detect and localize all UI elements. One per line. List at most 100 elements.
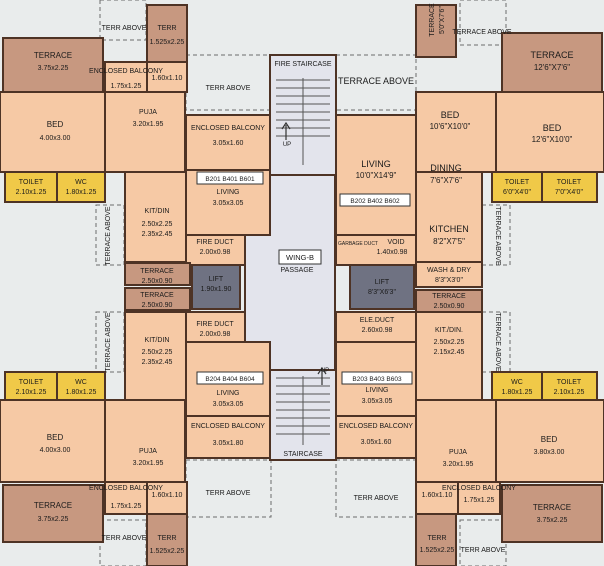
label: 12'6"X7'6" bbox=[534, 63, 570, 72]
label: 8'2"X7'5" bbox=[433, 237, 465, 246]
rooms bbox=[0, 61, 604, 515]
label: B201 B401 B601 bbox=[205, 176, 255, 183]
label: 3.05x1.80 bbox=[213, 440, 244, 447]
label: TERR ABOVE bbox=[206, 490, 251, 497]
label: WING-B bbox=[286, 253, 314, 262]
stair-icon bbox=[276, 78, 330, 445]
label: TERRACE bbox=[432, 293, 466, 300]
label: TERRACE bbox=[34, 51, 72, 60]
label: UP bbox=[321, 368, 329, 374]
wing-label-box bbox=[278, 249, 322, 265]
label: 1.75x1.25 bbox=[111, 503, 142, 510]
label: WC bbox=[75, 379, 87, 386]
label: 2.10x1.25 bbox=[16, 389, 47, 396]
label: 3.05x1.60 bbox=[213, 140, 244, 147]
up-arrow-icon bbox=[281, 121, 291, 140]
label: PUJA bbox=[139, 448, 157, 455]
label: 3.20x1.95 bbox=[133, 121, 164, 128]
label: WC bbox=[75, 179, 87, 186]
label: 2.50x2.25 bbox=[142, 349, 173, 356]
label: 3.75x2.25 bbox=[38, 65, 69, 72]
terraces bbox=[2, 4, 603, 566]
label: TERRACE ABOVE bbox=[494, 206, 501, 265]
label: 10'0"X14'9" bbox=[356, 171, 397, 180]
label: TERRACE bbox=[533, 503, 571, 512]
label: 3.05x3.05 bbox=[362, 398, 393, 405]
label: TERR bbox=[427, 535, 446, 542]
label: TERRACE ABOVE bbox=[338, 76, 414, 86]
label: ENCLOSED BALCONY bbox=[339, 423, 413, 430]
label: 1.75x1.25 bbox=[111, 83, 142, 90]
label: PUJA bbox=[139, 109, 157, 116]
label: TERRACE bbox=[530, 50, 573, 60]
label: 5'0"X7'6" bbox=[439, 6, 446, 34]
label: KIT./DIN. bbox=[435, 327, 463, 334]
label: B202 B402 B602 bbox=[350, 198, 400, 205]
unit-label-box bbox=[339, 193, 411, 207]
label: 7'0"X4'0" bbox=[555, 189, 583, 196]
label: TERR ABOVE bbox=[354, 495, 399, 502]
label: 2.10x1.25 bbox=[554, 389, 585, 396]
label: 2.15x2.45 bbox=[434, 349, 465, 356]
label: 2.35x2.45 bbox=[142, 231, 173, 238]
label: BED bbox=[47, 433, 64, 442]
label: FIRE STAIRCASE bbox=[274, 61, 331, 68]
label: 1.60x1.10 bbox=[152, 75, 183, 82]
label: LIFT bbox=[209, 276, 224, 283]
label: KIT/DIN bbox=[145, 337, 170, 344]
label: WC bbox=[511, 379, 523, 386]
label: 8'3"X6'3" bbox=[368, 289, 396, 296]
label: BED bbox=[47, 120, 64, 129]
label: 1.80x1.25 bbox=[502, 389, 533, 396]
label: LIVING bbox=[366, 387, 389, 394]
label: 1.525x2.25 bbox=[150, 548, 185, 555]
labels-right-bottom: TERRACE 2.50x0.90 KIT./DIN. 2.50x2.25 2.… bbox=[420, 293, 585, 554]
labels-right-top: TERRACE ABOVE TERRACE 5'0"X7'6" TERRACE … bbox=[338, 3, 583, 284]
labels-center: FIRE STAIRCASE TERR ABOVE ENCLOSED BALCO… bbox=[191, 61, 413, 502]
label: 8'3"X3'0" bbox=[435, 277, 463, 284]
label: ENCLOSED BALCONY bbox=[191, 125, 265, 132]
label: LIVING bbox=[217, 189, 240, 196]
label: LIFT bbox=[375, 279, 390, 286]
label: PUJA bbox=[449, 449, 467, 456]
label: 2.00x0.98 bbox=[200, 249, 231, 256]
label: FIRE DUCT bbox=[196, 239, 234, 246]
labels-left-top: TERR ABOVE TERR 1.525x2.25 TERRACE 3.75x… bbox=[16, 25, 185, 285]
label: TOILET bbox=[19, 379, 44, 386]
label: TERR ABOVE bbox=[206, 85, 251, 92]
label: BED bbox=[441, 110, 460, 120]
label: TERRACE bbox=[140, 268, 174, 275]
label: 2.00x0.98 bbox=[200, 331, 231, 338]
label: 2.10x1.25 bbox=[16, 189, 47, 196]
label: 3.05x1.60 bbox=[361, 439, 392, 446]
label: 1.80x1.25 bbox=[66, 189, 97, 196]
label: TOILET bbox=[19, 179, 44, 186]
label: 1.60x1.10 bbox=[422, 492, 453, 499]
label: 3.20x1.95 bbox=[443, 461, 474, 468]
label: 2.50x2.25 bbox=[142, 221, 173, 228]
label: 2.35x2.45 bbox=[142, 359, 173, 366]
label: 3.05x3.05 bbox=[213, 401, 244, 408]
label: PASSAGE bbox=[281, 267, 314, 274]
label: TERR ABOVE bbox=[461, 547, 506, 554]
label: GARBAGE DUCT bbox=[338, 241, 378, 247]
label: TERRACE bbox=[140, 292, 174, 299]
label: TOILET bbox=[505, 179, 530, 186]
label: TERRACE ABOVE bbox=[105, 206, 112, 265]
labels-left-bottom: TERRACE 2.50x0.90 TERRACE ABOVE KIT/DIN … bbox=[16, 292, 185, 555]
label: 1.90x1.90 bbox=[201, 286, 232, 293]
label: BED bbox=[543, 123, 562, 133]
label: TERRACE bbox=[429, 3, 436, 37]
label: ENCLOSED BALCONY bbox=[442, 485, 516, 492]
label: LIVING bbox=[361, 159, 391, 169]
label: 1.75x1.25 bbox=[464, 497, 495, 504]
label: TERR ABOVE bbox=[102, 535, 147, 542]
label: 4.00x3.00 bbox=[40, 447, 71, 454]
label: ENCLOSED BALCONY bbox=[89, 68, 163, 75]
label: LIVING bbox=[217, 390, 240, 397]
label: 4.00x3.00 bbox=[40, 135, 71, 142]
unit-label-box bbox=[341, 371, 413, 385]
label: 2.50x0.90 bbox=[434, 303, 465, 310]
label: 1.60x1.10 bbox=[152, 492, 183, 499]
